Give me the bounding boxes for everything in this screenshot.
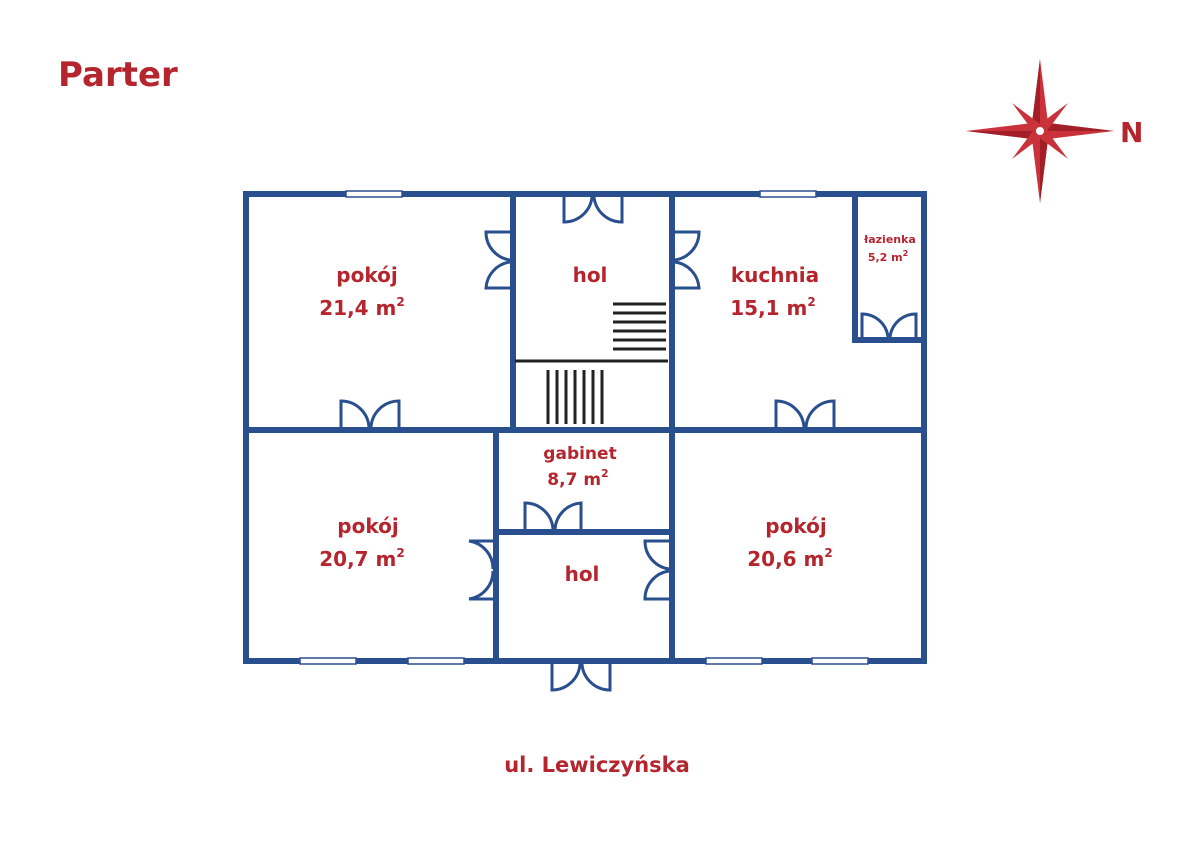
staircase xyxy=(515,302,668,424)
compass-north-label: N xyxy=(1120,116,1143,149)
room-name-hol-top: hol xyxy=(573,263,608,287)
doors xyxy=(339,196,918,692)
room-name-hol-bottom: hol xyxy=(565,562,600,586)
room-labels: pokój 21,4 m2 hol kuchnia 15,1 m2 łazien… xyxy=(319,233,916,586)
room-name-pokoj-sw: pokój xyxy=(337,514,398,538)
room-name-kuchnia: kuchnia xyxy=(731,263,819,287)
street-label: ul. Lewiczyńska xyxy=(504,753,690,777)
room-area-gabinet: 8,7 m2 xyxy=(547,467,608,490)
windows xyxy=(299,190,869,665)
room-name-lazienka: łazienka xyxy=(863,233,916,246)
room-name-pokoj-nw: pokój xyxy=(336,263,397,287)
room-name-gabinet: gabinet xyxy=(543,444,616,464)
room-area-lazienka: 5,2 m2 xyxy=(868,249,908,264)
walls xyxy=(243,191,927,664)
room-name-pokoj-se: pokój xyxy=(765,514,826,538)
room-area-pokoj-se: 20,6 m2 xyxy=(747,546,833,571)
page-title: Parter xyxy=(58,55,178,95)
compass-rose-icon xyxy=(966,59,1114,203)
room-area-pokoj-nw: 21,4 m2 xyxy=(319,295,405,320)
room-area-pokoj-sw: 20,7 m2 xyxy=(319,546,405,571)
room-area-kuchnia: 15,1 m2 xyxy=(730,295,816,320)
